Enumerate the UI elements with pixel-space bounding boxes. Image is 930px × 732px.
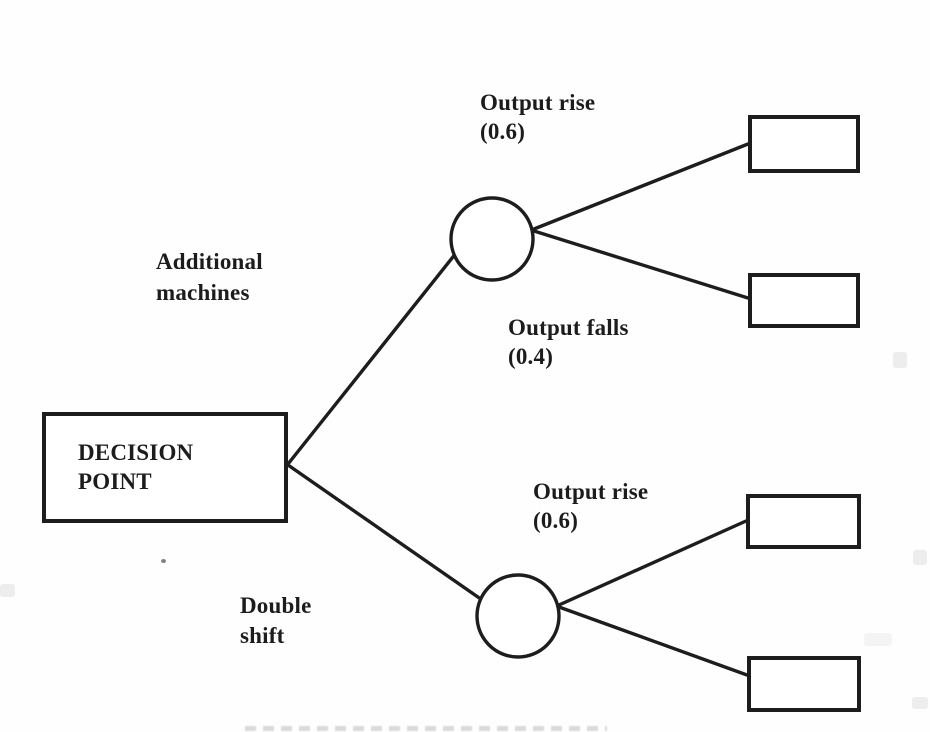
branch-line-additional-machines [286, 231, 474, 466]
decision-point-label: DECISION POINT [78, 440, 194, 494]
outcome-line-bottom-rise [557, 519, 748, 607]
scan-noise-speck [0, 584, 15, 597]
branch-label-additional-machines: Additional machines [156, 249, 263, 305]
scan-noise-speck [893, 352, 907, 368]
payoff-box-1 [748, 115, 860, 173]
outcome-line-bottom-fall [557, 605, 749, 677]
chance-node-bottom-circle [475, 573, 561, 659]
payoff-box-4 [747, 656, 861, 712]
scan-noise-speck [913, 550, 927, 565]
outcome-label-top-rise: Output rise (0.6) [480, 90, 596, 144]
chance-node-top-circle [449, 196, 535, 282]
scan-noise-speck [864, 633, 892, 646]
branch-line-double-shift [286, 463, 500, 613]
payoff-box-3 [746, 494, 861, 549]
cropped-caption-fragment [245, 726, 607, 731]
outcome-line-top-rise [532, 142, 750, 231]
outcome-line-top-fall [532, 229, 750, 300]
scan-noise-speck [912, 697, 928, 709]
outcome-label-top-fall: Output falls (0.4) [508, 315, 629, 369]
outcome-label-bottom-rise: Output rise (0.6) [533, 479, 649, 533]
decision-point-box [42, 412, 288, 523]
payoff-box-2 [748, 273, 860, 328]
branch-label-double-shift: Double shift [240, 593, 312, 648]
scan-ink-dot [161, 559, 166, 563]
